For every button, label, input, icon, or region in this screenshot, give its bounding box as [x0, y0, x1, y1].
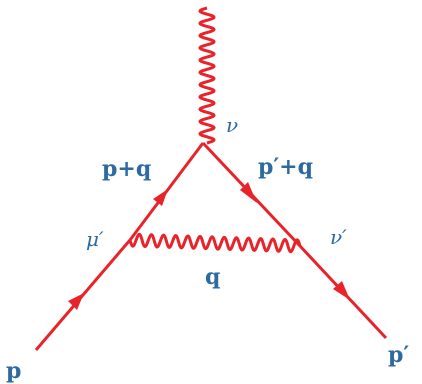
arrow-incoming-icon	[68, 293, 84, 310]
label-q: q	[205, 264, 220, 290]
label-p-plus-q: p+q	[102, 156, 151, 182]
external-photon-line	[198, 6, 216, 145]
label-mu-prime: μ′	[86, 227, 104, 251]
arrow-right-internal-icon	[240, 182, 257, 203]
label-p-out: p′	[388, 342, 409, 368]
label-p-in: p	[6, 358, 21, 384]
internal-photon-line	[128, 232, 302, 254]
arrow-left-internal-icon	[153, 189, 168, 206]
label-pprime-plus-q: p′+q	[258, 154, 313, 180]
arrow-outgoing-icon	[333, 281, 350, 300]
label-nu-prime: ν′	[330, 225, 347, 249]
label-nu: ν	[226, 113, 238, 137]
